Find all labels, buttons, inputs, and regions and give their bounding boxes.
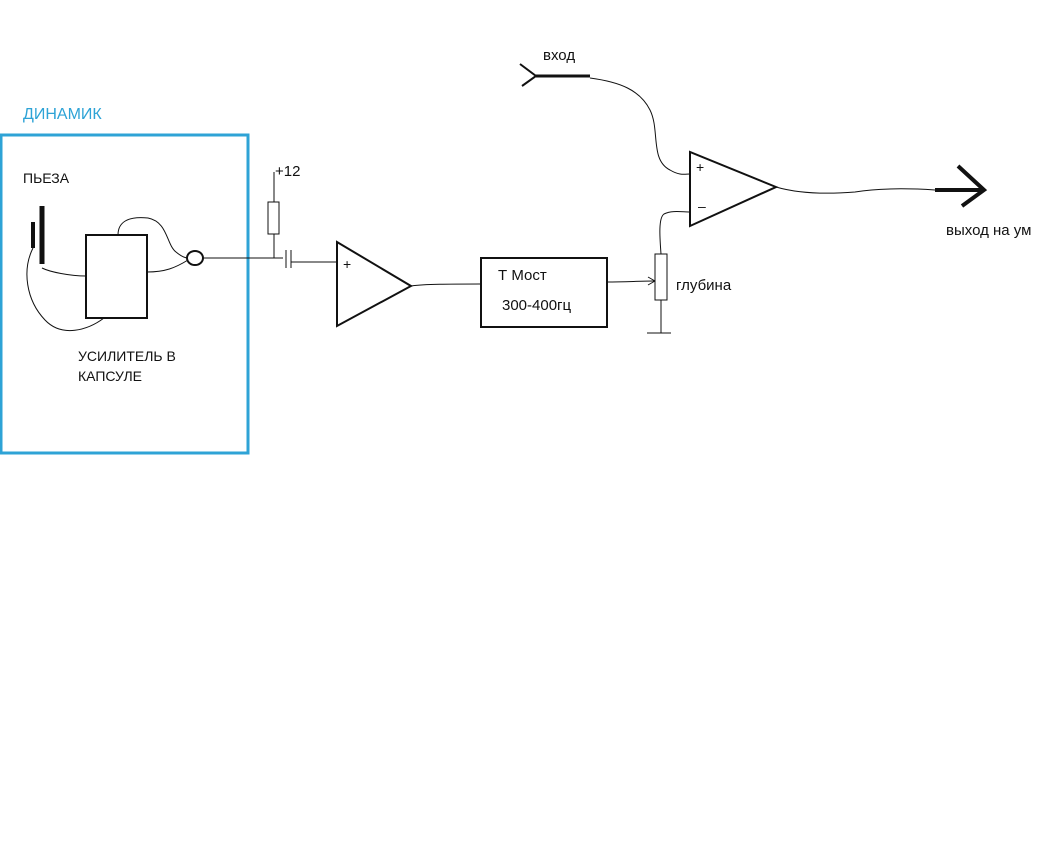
wire-amp-side bbox=[146, 259, 189, 273]
piezo-label: ПЬЕЗА bbox=[23, 170, 70, 186]
speaker-label: ДИНАМИК bbox=[23, 106, 102, 123]
wire-amp-top bbox=[117, 217, 189, 259]
pot-wiper-arrow bbox=[647, 276, 656, 282]
bias-resistor bbox=[267, 201, 280, 235]
wire-input-to-opamp2 bbox=[589, 77, 691, 175]
capsule-amp-label-line1: УСИЛИТЕЛЬ В bbox=[78, 348, 176, 364]
tbridge-label-line1: Т Мост bbox=[498, 267, 547, 284]
speaker-enclosure bbox=[0, 133, 250, 455]
wire-pot-to-opamp2 bbox=[659, 211, 691, 255]
output-arrowhead-icon bbox=[956, 164, 988, 208]
input-label: вход bbox=[543, 47, 576, 64]
opamp-2 bbox=[689, 150, 779, 228]
output-label: выход на ум bbox=[946, 222, 1032, 239]
pot-wiper-arrow-2 bbox=[647, 280, 656, 286]
wire-tbridge-to-pot bbox=[606, 280, 655, 283]
opamp2-plus-sign: + bbox=[696, 159, 705, 175]
connector-ring bbox=[186, 250, 204, 266]
opamp1-plus-sign: + bbox=[343, 256, 352, 272]
wire-piezo-to-amp bbox=[41, 267, 87, 277]
input-jack bbox=[519, 63, 538, 87]
capsule-amplifier bbox=[85, 234, 148, 319]
depth-potentiometer bbox=[654, 253, 668, 301]
wire-opamp1-to-tbridge bbox=[410, 283, 482, 287]
wire-piezo-return bbox=[26, 247, 105, 332]
depth-label: глубина bbox=[676, 277, 732, 294]
wire-output bbox=[775, 186, 936, 194]
supply-label: +12 bbox=[275, 163, 301, 180]
opamp-1 bbox=[336, 240, 414, 328]
tbridge-label-line2: 300-400гц bbox=[502, 297, 572, 314]
capsule-amp-label-line2: КАПСУЛЕ bbox=[78, 368, 142, 384]
opamp2-minus-sign: – bbox=[698, 198, 706, 214]
t-bridge-filter bbox=[480, 257, 608, 328]
